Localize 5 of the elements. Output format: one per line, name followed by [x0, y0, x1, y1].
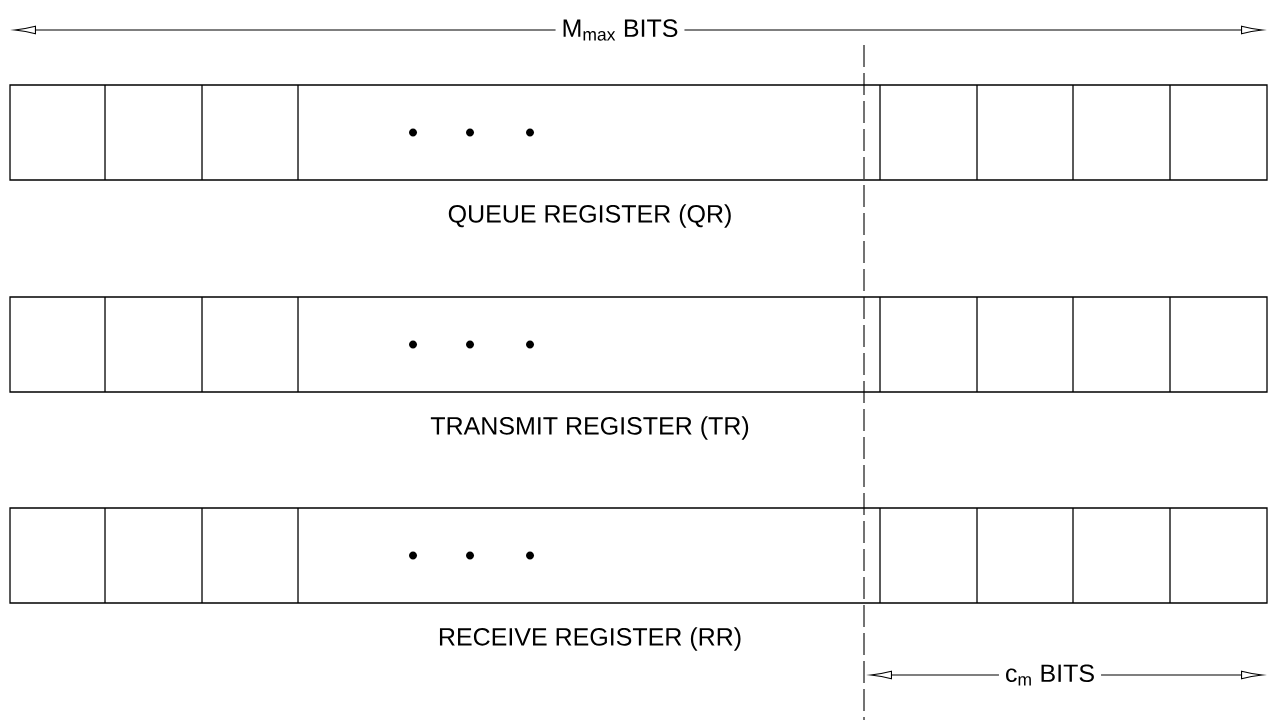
register-label: TRANSMIT REGISTER (TR) [430, 416, 749, 440]
dimension-label: c$_{m}$ BITS [998, 658, 1102, 692]
register-label: RECEIVE REGISTER (RR) [439, 627, 741, 651]
dimension-label: M$_{max}$ BITS [555, 13, 685, 47]
register-label: QUEUE REGISTER (QR) [448, 204, 731, 228]
